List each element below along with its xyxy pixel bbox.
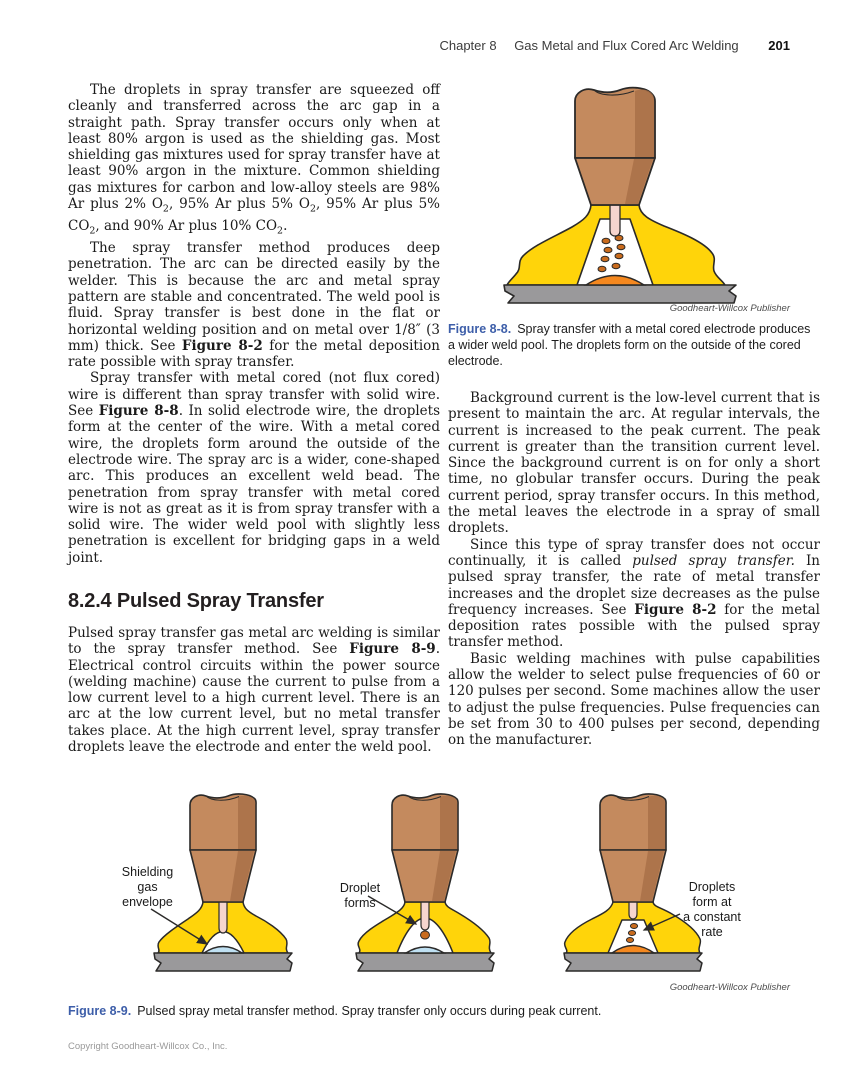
paragraph: Basic welding machines with pulse capabi…	[448, 650, 820, 749]
figure-8-9-label: Figure 8-9.	[68, 1004, 132, 1018]
callout-droplet-forms: Droplet forms	[339, 881, 381, 910]
section-heading: 8.2.4 Pulsed Spray Transfer	[68, 589, 324, 612]
left-column: The droplets in spray transfer are squee…	[68, 82, 440, 755]
base-metal-plate	[503, 284, 737, 304]
electrode-wire	[218, 899, 228, 934]
figure-8-9-credit: Goodheart-Willcox Publisher	[669, 982, 790, 993]
paragraph: Pulsed spray transfer gas metal arc weld…	[68, 624, 440, 756]
welding-gun-nozzle	[189, 793, 257, 903]
figure-8-8-credit: Goodheart-Willcox Publisher	[669, 303, 790, 314]
chapter-title: Gas Metal and Flux Cored Arc Welding	[514, 38, 739, 53]
paragraph: Background current is the low-level curr…	[448, 390, 820, 537]
figure-8-9-caption: Figure 8-9.Pulsed spray metal transfer m…	[68, 1004, 602, 1018]
metal-droplets	[625, 923, 639, 943]
callout-shielding-gas-envelope: Shielding gas envelope	[121, 865, 174, 909]
weld-pool	[583, 274, 647, 286]
paragraph: The spray transfer method produces deep …	[68, 240, 440, 371]
torch-low-current	[153, 793, 293, 972]
paragraph: The droplets in spray transfer are squee…	[68, 82, 440, 237]
torch-droplet-forming	[355, 793, 495, 972]
figure-8-8-label: Figure 8-8.	[448, 322, 512, 336]
welding-gun-nozzle	[599, 793, 667, 903]
paragraph: Spray transfer with metal cored (not flu…	[68, 370, 440, 566]
callout-droplets-constant-rate: Droplets form at a constant rate	[683, 880, 741, 939]
electrode-wire	[420, 899, 430, 931]
base-metal-plate	[355, 952, 495, 972]
chapter-label: Chapter 8	[439, 38, 497, 53]
welding-gun-nozzle	[391, 793, 459, 903]
callout-arrow	[150, 908, 209, 945]
running-header: Chapter 8 Gas Metal and Flux Cored Arc W…	[439, 38, 790, 53]
welding-gun-nozzle	[574, 86, 656, 206]
figure-8-9-illustration: Shielding gas envelope Droplet forms Dro…	[0, 786, 849, 1021]
page-number: 201	[768, 38, 790, 53]
weld-pool	[403, 946, 447, 954]
callout-arrow	[642, 913, 681, 931]
paragraph: Since this type of spray transfer does n…	[448, 536, 821, 651]
weld-pool	[609, 944, 657, 954]
base-metal-plate	[153, 952, 293, 972]
base-metal-plate	[563, 952, 703, 972]
forming-droplet	[420, 930, 430, 940]
electrode-wire	[609, 202, 621, 237]
right-column: Background current is the low-level curr…	[448, 390, 820, 749]
weld-pool	[201, 945, 245, 954]
figure-8-8-illustration	[503, 86, 737, 304]
electrode-wire	[628, 899, 638, 920]
copyright-notice: Copyright Goodheart-Willcox Co., Inc.	[68, 1041, 228, 1052]
callout-arrow	[367, 895, 418, 925]
figure-8-8-caption: Figure 8-8.Spray transfer with a metal c…	[448, 322, 811, 368]
